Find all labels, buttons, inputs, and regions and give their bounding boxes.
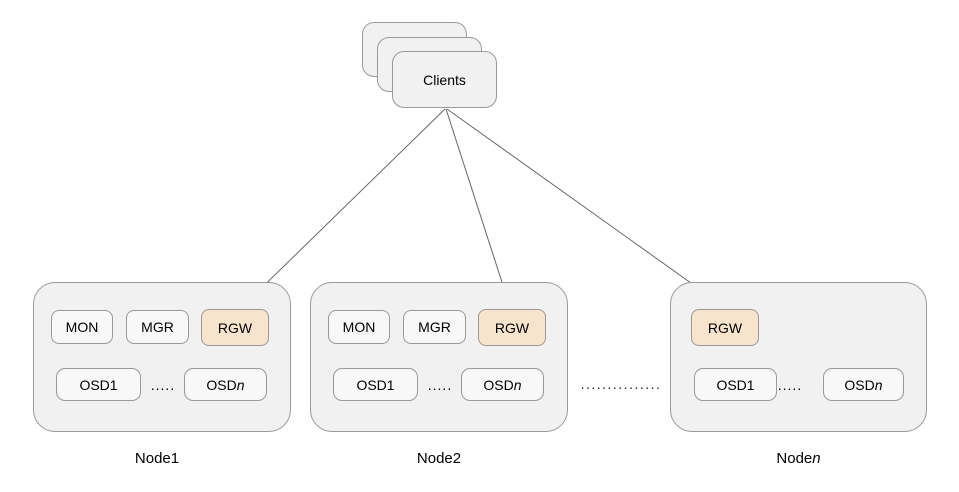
node1-rgw-box: RGW — [201, 309, 269, 346]
node2-rgw-box: RGW — [478, 309, 546, 346]
rgw-label: RGW — [217, 319, 253, 336]
node1-caption: Node1 — [134, 450, 180, 467]
noden-osd1-box: OSD1 — [694, 368, 777, 401]
noden-osdn-box: OSDn — [823, 368, 904, 401]
noden-box: RGW OSD1 ..... OSDn — [670, 282, 927, 432]
clients-label: Clients — [423, 71, 466, 88]
node2-osd1-box: OSD1 — [333, 368, 418, 401]
mgr-label: MGR — [141, 319, 174, 335]
node-separator-ellipsis: ............... — [580, 376, 662, 392]
mon-label: MON — [342, 319, 376, 335]
rgw-label: RGW — [707, 319, 743, 336]
osd1-label: OSD1 — [716, 376, 755, 393]
noden-rgw-box: RGW — [691, 309, 759, 346]
node1-osd-ellipsis: ..... — [150, 376, 176, 393]
node2-box: MON MGR RGW OSD1 ..... OSDn — [310, 282, 568, 432]
node1-osd1-box: OSD1 — [56, 368, 141, 401]
node2-caption: Node2 — [416, 450, 462, 467]
connector-clients-node1-rgw — [239, 108, 446, 310]
osd1-label: OSD1 — [79, 376, 118, 393]
osdn-label: OSDn — [844, 376, 883, 393]
node1-mgr-box: MGR — [126, 310, 189, 344]
node2-mgr-box: MGR — [403, 310, 466, 344]
node2-osd-ellipsis: ..... — [427, 376, 453, 393]
osdn-label: OSDn — [206, 376, 245, 393]
node2-mon-box: MON — [328, 310, 390, 344]
node1-mon-box: MON — [51, 310, 113, 344]
node1-box: MON MGR RGW OSD1 ..... OSDn — [33, 282, 291, 432]
mon-label: MON — [65, 319, 99, 335]
connector-clients-node2-rgw — [445, 108, 511, 308]
rgw-label: RGW — [494, 319, 530, 336]
connector-clients-noden-rgw — [446, 108, 727, 309]
osd1-label: OSD1 — [356, 376, 395, 393]
node2-osdn-box: OSDn — [461, 368, 544, 401]
clients-box: Clients — [392, 51, 497, 108]
osdn-label: OSDn — [483, 376, 522, 393]
noden-osd-ellipsis: ..... — [777, 376, 803, 393]
mgr-label: MGR — [418, 319, 451, 335]
noden-caption: Noden — [776, 450, 821, 467]
node1-osdn-box: OSDn — [184, 368, 267, 401]
